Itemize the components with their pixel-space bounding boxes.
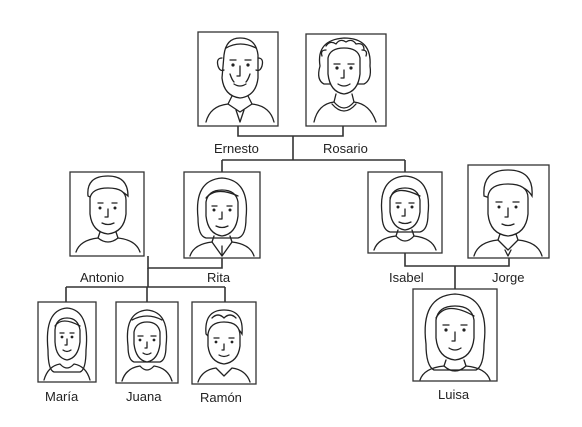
name-label-ernesto: Ernesto: [214, 141, 259, 156]
grandfather-portrait-icon: [205, 37, 275, 123]
person-juana: Juana: [115, 301, 179, 404]
name-label-antonio: Antonio: [80, 270, 124, 285]
name-label-jorge: Jorge: [492, 270, 525, 285]
person-ernesto: Ernesto: [197, 31, 279, 156]
girl-portrait-icon: [419, 293, 491, 381]
name-label-luisa: Luisa: [438, 387, 470, 402]
person-ramon: Ramón: [191, 301, 257, 405]
person-isabel: Isabel: [367, 171, 443, 285]
boy-portrait-icon: [197, 309, 251, 383]
couple-line-ernesto-rosario: [237, 126, 344, 137]
couple-line-isabel-jorge: [404, 253, 510, 267]
person-maria: María: [37, 301, 97, 404]
couple-line-antonio-rita: [147, 256, 223, 269]
girl-portrait-icon: [43, 307, 91, 381]
connector-lines: [65, 126, 510, 302]
person-rita: Rita: [183, 171, 261, 285]
woman-portrait-icon: [189, 177, 255, 257]
person-rosario: Rosario: [305, 33, 387, 156]
man-portrait-icon: [75, 175, 141, 253]
person-jorge: Jorge: [467, 164, 550, 285]
woman-portrait-icon: [373, 175, 437, 251]
name-label-rosario: Rosario: [323, 141, 368, 156]
sibling-line-children-left: [66, 268, 225, 288]
grandmother-portrait-icon: [313, 37, 377, 123]
person-luisa: Luisa: [412, 288, 498, 402]
name-label-juana: Juana: [126, 389, 162, 404]
name-label-isabel: Isabel: [389, 270, 424, 285]
name-label-rita: Rita: [207, 270, 231, 285]
person-antonio: Antonio: [69, 171, 145, 285]
name-label-maria: María: [45, 389, 79, 404]
name-label-ramon: Ramón: [200, 390, 242, 405]
man-portrait-icon: [473, 169, 543, 257]
girl-portrait-icon: [121, 309, 173, 382]
